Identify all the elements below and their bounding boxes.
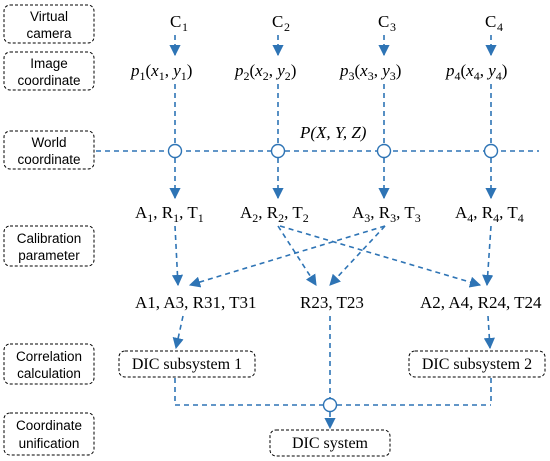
camera-c3-sub: 3 — [390, 20, 396, 34]
label-coordinate-unification-line1: Coordinate — [16, 418, 82, 433]
dic-subsystem-1: DIC subsystem 1 — [118, 350, 256, 378]
label-image-coordinate-line1: Image — [30, 56, 68, 71]
svg-text:p4(x4, y4): p4(x4, y4) — [445, 61, 507, 83]
svg-text:A2, R2, T2: A2, R2, T2 — [240, 203, 309, 225]
label-correlation-calculation-line2: calculation — [17, 366, 81, 381]
calib-4-idx: 4 — [467, 211, 473, 225]
dic-system-label: DIC system — [292, 435, 369, 452]
image-point-1-p: p — [130, 61, 140, 80]
image-point-3-sub: 3 — [349, 69, 355, 83]
label-world-coordinate-line1: World — [31, 135, 66, 150]
camera-c2-sub: 2 — [284, 20, 290, 34]
combined-right: A2, A4, R24, T24 — [420, 293, 542, 312]
world-node-4 — [483, 143, 499, 159]
calib-1-idx: 1 — [147, 211, 153, 225]
camera-c3: C 3 — [378, 12, 396, 34]
world-node-1 — [167, 143, 183, 159]
camera-c1-base: C — [170, 12, 181, 31]
label-virtual-camera-line2: camera — [26, 26, 72, 41]
world-point-label: P(X, Y, Z) — [299, 123, 367, 142]
camera-c1-sub: 1 — [182, 20, 188, 34]
camera-c1: C 1 — [170, 12, 188, 34]
svg-text:A4, R4, T4: A4, R4, T4 — [455, 203, 524, 225]
camera-c4-sub: 4 — [497, 20, 503, 34]
arrow-calib2-right — [279, 225, 482, 288]
dic-subsystem-2: DIC subsystem 2 — [408, 350, 546, 378]
label-calibration-parameter: Calibration parameter — [3, 225, 95, 267]
label-coordinate-unification: Coordinate unification — [3, 412, 95, 456]
camera-c2: C 2 — [272, 12, 290, 34]
calib-params-1: A1, R1, T1 — [135, 203, 204, 225]
arrow-calib1-left — [171, 225, 184, 287]
label-image-coordinate-line2: coordinate — [17, 73, 80, 88]
label-image-coordinate: Image coordinate — [3, 51, 95, 91]
image-point-2: p2(x2, y2) — [234, 61, 296, 83]
world-node-3 — [376, 143, 392, 159]
combined-middle: R23, T23 — [300, 293, 364, 312]
svg-text:A1, R1, T1: A1, R1, T1 — [135, 203, 204, 225]
image-point-2-p: p — [234, 61, 244, 80]
combined-left: A1, A3, R31, T31 — [135, 293, 257, 312]
svg-text:A3, R3, T3: A3, R3, T3 — [352, 203, 421, 225]
label-world-coordinate: World coordinate — [3, 130, 95, 170]
image-point-4-sub: 4 — [455, 69, 461, 83]
calib-params-2: A2, R2, T2 — [240, 203, 309, 225]
camera-c4-base: C — [485, 12, 496, 31]
arrow-calib3-middle — [329, 225, 386, 286]
arrow-calib3-left — [188, 225, 386, 288]
dic-subsystem-1-label: DIC subsystem 1 — [132, 356, 242, 373]
image-point-3: p3(x3, y3) — [339, 61, 401, 83]
world-node-2 — [270, 143, 286, 159]
label-virtual-camera: Virtual camera — [3, 4, 95, 44]
label-correlation-calculation-line1: Correlation — [16, 349, 82, 364]
label-virtual-camera-line1: Virtual — [30, 9, 68, 24]
arrow-left-dic1 — [172, 315, 184, 350]
image-point-1: p1(x1, y1) — [130, 61, 192, 83]
label-calibration-parameter-line2: parameter — [18, 248, 80, 263]
svg-text:p1(x1, y1): p1(x1, y1) — [130, 61, 192, 83]
dic-system: DIC system — [269, 429, 391, 457]
label-world-coordinate-line2: coordinate — [17, 152, 80, 167]
image-point-4-p: p — [445, 61, 455, 80]
calib-params-4: A4, R4, T4 — [455, 203, 524, 225]
camera-c3-base: C — [378, 12, 389, 31]
label-calibration-parameter-line1: Calibration — [17, 231, 82, 246]
camera-c2-base: C — [272, 12, 283, 31]
unification-node — [322, 397, 338, 413]
arrow-calib4-right — [482, 225, 494, 287]
dic-subsystem-2-label: DIC subsystem 2 — [422, 356, 532, 373]
calib-2-idx: 2 — [252, 211, 258, 225]
svg-text:p3(x3, y3): p3(x3, y3) — [339, 61, 401, 83]
label-correlation-calculation: Correlation calculation — [3, 343, 95, 385]
label-coordinate-unification-line2: unification — [19, 436, 80, 451]
arrow-right-dic2 — [483, 315, 495, 350]
image-point-3-p: p — [339, 61, 349, 80]
calib-3-idx: 3 — [364, 211, 370, 225]
svg-text:p2(x2, y2): p2(x2, y2) — [234, 61, 296, 83]
image-point-2-sub: 2 — [244, 69, 250, 83]
camera-c4: C 4 — [485, 12, 503, 34]
calib-params-3: A3, R3, T3 — [352, 203, 421, 225]
arrow-calib2-middle — [277, 225, 317, 286]
image-point-4: p4(x4, y4) — [445, 61, 507, 83]
image-point-1-sub: 1 — [140, 69, 146, 83]
